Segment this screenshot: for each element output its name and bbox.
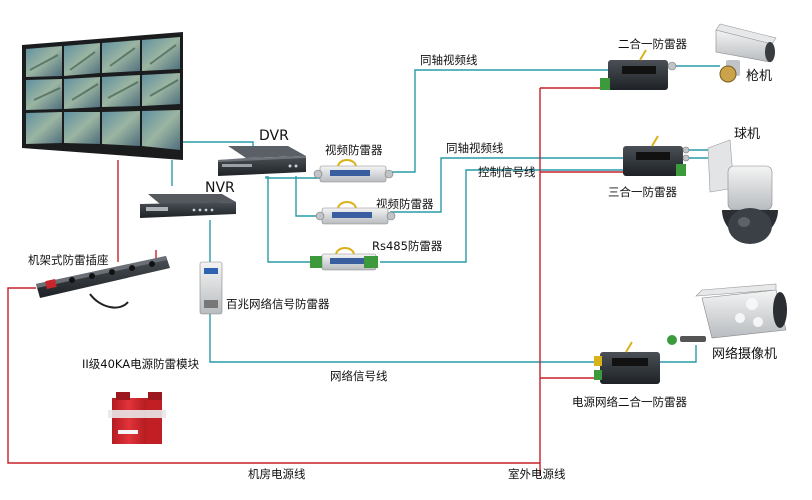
network-camera-label: 网络摄像机 (712, 346, 777, 362)
power-module: II级40KA电源防雷模块 (82, 357, 200, 444)
power-module-label: II级40KA电源防雷模块 (82, 357, 200, 371)
gun-camera-label: 枪机 (746, 68, 772, 84)
three-in-one-arrester: 三合一防雷器 (608, 135, 690, 199)
video-arrester-2: 视频防雷器 (315, 197, 434, 225)
coax-line-mid-label: 同轴视频线 (446, 141, 504, 155)
rack-power-socket-label: 机架式防雷插座 (28, 253, 109, 267)
video-arrester-1-label: 视频防雷器 (325, 143, 383, 157)
room-power-line-label: 机房电源线 (248, 467, 306, 481)
dvr-device: DVR (218, 128, 306, 176)
network-signal-line-label: 网络信号线 (330, 369, 388, 383)
network-signal-arrester: 百兆网络信号防雷器 (199, 261, 330, 315)
rs485-arrester-label: Rs485防雷器 (372, 239, 443, 253)
bullet-camera-icon (715, 23, 777, 83)
network-signal-arrester-label: 百兆网络信号防雷器 (226, 297, 330, 311)
two-in-one-label: 二合一防雷器 (618, 37, 687, 51)
power-network-two-in-one-label: 电源网络二合一防雷器 (572, 395, 687, 409)
video-arrester-1: 视频防雷器 (313, 143, 394, 183)
rack-power-socket: 机架式防雷插座 (28, 253, 170, 309)
gun-camera: 枪机 (715, 23, 777, 84)
dome-camera-icon (707, 139, 778, 244)
network-camera: 网络摄像机 (667, 283, 787, 362)
signal-wires (171, 65, 720, 363)
video-wall (22, 32, 183, 160)
video-arrester-2-label: 视频防雷器 (376, 197, 434, 211)
two-in-one-arrester: 二合一防雷器 (600, 37, 687, 90)
control-line-label: 控制信号线 (478, 165, 536, 179)
dome-camera: 球机 (707, 127, 778, 244)
dvr-label: DVR (259, 128, 289, 144)
dome-camera-label: 球机 (734, 127, 760, 142)
power-wires (7, 87, 623, 475)
box-camera-icon (667, 283, 787, 345)
coax-line-top-label: 同轴视频线 (420, 53, 478, 67)
nvr-device: NVR (140, 180, 236, 218)
monitor-wall-icon (26, 37, 180, 150)
outdoor-power-line-label: 室外电源线 (508, 467, 566, 481)
three-in-one-label: 三合一防雷器 (608, 185, 677, 199)
power-network-two-in-one-arrester: 电源网络二合一防雷器 (572, 341, 687, 409)
rs485-arrester: Rs485防雷器 (310, 239, 443, 271)
nvr-label: NVR (205, 180, 235, 196)
